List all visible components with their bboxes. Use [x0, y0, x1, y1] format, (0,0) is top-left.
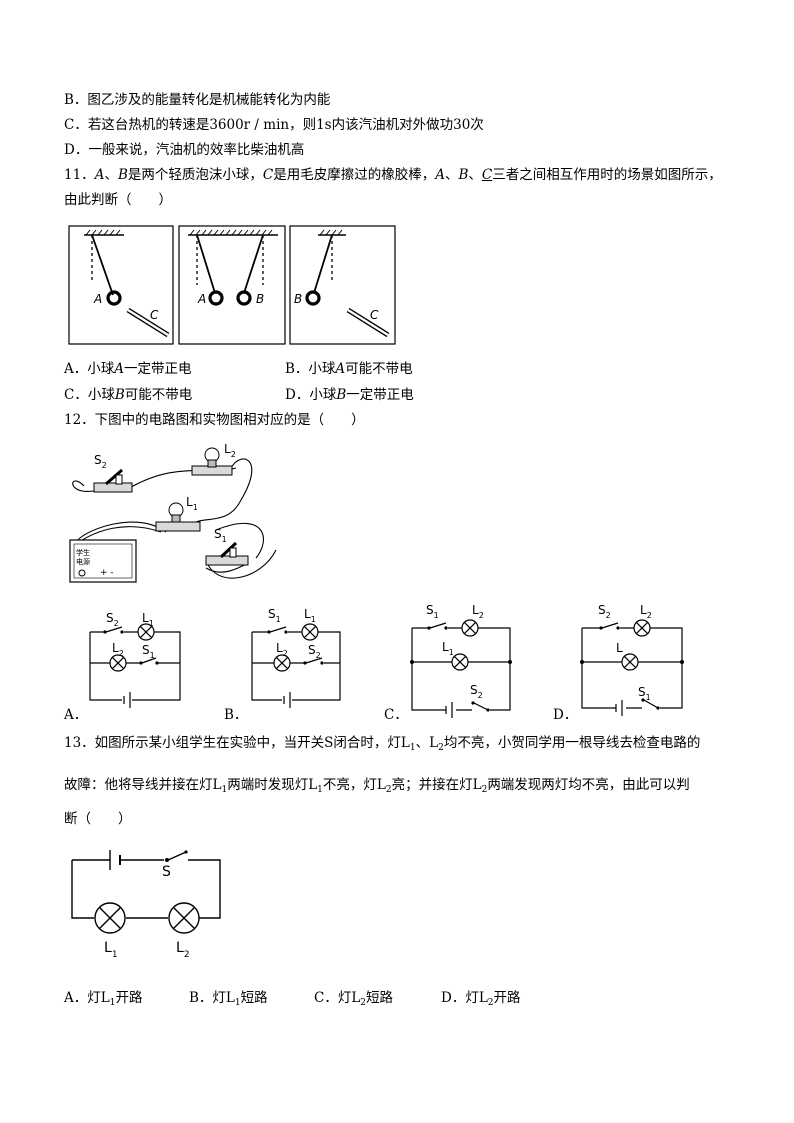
- q12-option-b: B．: [224, 707, 248, 723]
- q10-option-b: B．图乙涉及的能量转化是机械能转化为内能: [64, 92, 331, 108]
- q12-d-label-s2: S2: [598, 603, 611, 620]
- q12-d-lamp-l2: [633, 619, 651, 637]
- q13-option-b: B．灯L1短路: [189, 990, 268, 1008]
- q12-b-label-l1: L1: [304, 607, 316, 624]
- q11-option-c: C．小球B可能不带电: [64, 387, 193, 403]
- q13-stem-line3: 断（ ）: [64, 811, 132, 827]
- q12-a-label-s1: S1: [142, 643, 155, 660]
- q12-option-diagrams: S2 L1 L2 S1 S1 L1 L2 S2 S1 L2 L1 S2 S2 L…: [89, 603, 684, 718]
- q11-label-a-2: A: [197, 292, 206, 306]
- q12-d-lamp-l: [621, 653, 639, 671]
- q12-supply-sign: + -: [100, 568, 114, 578]
- q12-stem: 12．下图中的电路图和实物图相对应的是（ ）: [64, 412, 365, 428]
- q12-a-label-s2: S2: [106, 611, 119, 628]
- q12-a-label-l2: L2: [112, 641, 124, 658]
- q11-option-b: B．小球A可能不带电: [285, 361, 413, 377]
- q12-b-label-l2: L2: [276, 641, 288, 658]
- q12-photo-s1: S1: [214, 527, 227, 544]
- q13-label-l2: L2: [176, 940, 190, 960]
- q12-option-d: D．: [553, 707, 578, 723]
- q12-supply-label-1: 学生: [76, 548, 90, 557]
- q11-label-c-2: C: [370, 308, 379, 322]
- q12-d-label-l2: L2: [640, 603, 652, 620]
- q12-d-label-l: L: [616, 641, 623, 655]
- q12-physical-circuit: S2 L2 L1 S1 学生 电源 + -: [69, 442, 277, 583]
- q11-label-a: A: [93, 292, 102, 306]
- q13-circuit: S L1 L2: [71, 850, 221, 960]
- q12-c-label-s1: S1: [426, 603, 439, 620]
- q11-stem: 11．A、B是两个轻质泡沫小球，C是用毛皮摩擦过的橡胶棒，A、B、C三者之间相互…: [64, 167, 722, 183]
- q13-option-a: A．灯L1开路: [64, 990, 143, 1008]
- q12-a-label-l1: L1: [142, 611, 154, 628]
- q12-c-lamp-l1: [451, 653, 469, 671]
- q13-label-l1: L1: [104, 940, 118, 960]
- q13-option-d: D．灯L2开路: [441, 990, 521, 1008]
- q12-photo-l1: L1: [186, 495, 198, 512]
- q12-b-label-s2: S2: [308, 643, 321, 660]
- q12-c-label-l1: L1: [442, 640, 454, 657]
- q12-d-label-s1: S1: [638, 685, 651, 702]
- q13-stem-line2: 故障：他将导线并接在灯L1两端时发现灯L1不亮，灯L2亮；并接在灯L2两端发现两…: [64, 777, 690, 795]
- q12-b-label-s1: S1: [268, 607, 281, 624]
- q12-c-lamp-l2: [461, 619, 479, 637]
- q10-option-d: D．一般来说，汽油机的效率比柴油机高: [64, 142, 305, 158]
- q13-option-c: C．灯L2短路: [314, 990, 394, 1008]
- q12-b-lamp-l1: [301, 623, 319, 641]
- q11-stem-line2: 由此判断（ ）: [64, 192, 172, 208]
- q11-option-d: D．小球B一定带正电: [285, 387, 414, 403]
- q13-label-s: S: [162, 864, 171, 880]
- q13-stem-line1: 13．如图所示某小组学生在实验中，当开关S闭合时，灯L1、L2均不亮，小贺同学用…: [64, 735, 701, 753]
- q12-option-a: A．: [64, 707, 88, 723]
- q11-label-b: B: [256, 292, 264, 306]
- q12-option-c: C．: [384, 707, 408, 723]
- q10-option-c: C．若这台热机的转速是3600r / min，则1s内该汽油机对外做功30次: [64, 117, 484, 133]
- q12-photo-l2: L2: [224, 442, 236, 459]
- q11-label-c: C: [150, 308, 159, 322]
- q12-supply-label-2: 电源: [76, 557, 90, 566]
- q11-label-b-2: B: [294, 292, 302, 306]
- q12-c-label-s2: S2: [470, 683, 483, 700]
- q12-photo-s2: S2: [94, 453, 107, 470]
- q12-c-label-l2: L2: [472, 603, 484, 620]
- q11-option-a: A．小球A一定带正电: [64, 361, 192, 377]
- q11-figure: A C A B B C: [68, 225, 396, 345]
